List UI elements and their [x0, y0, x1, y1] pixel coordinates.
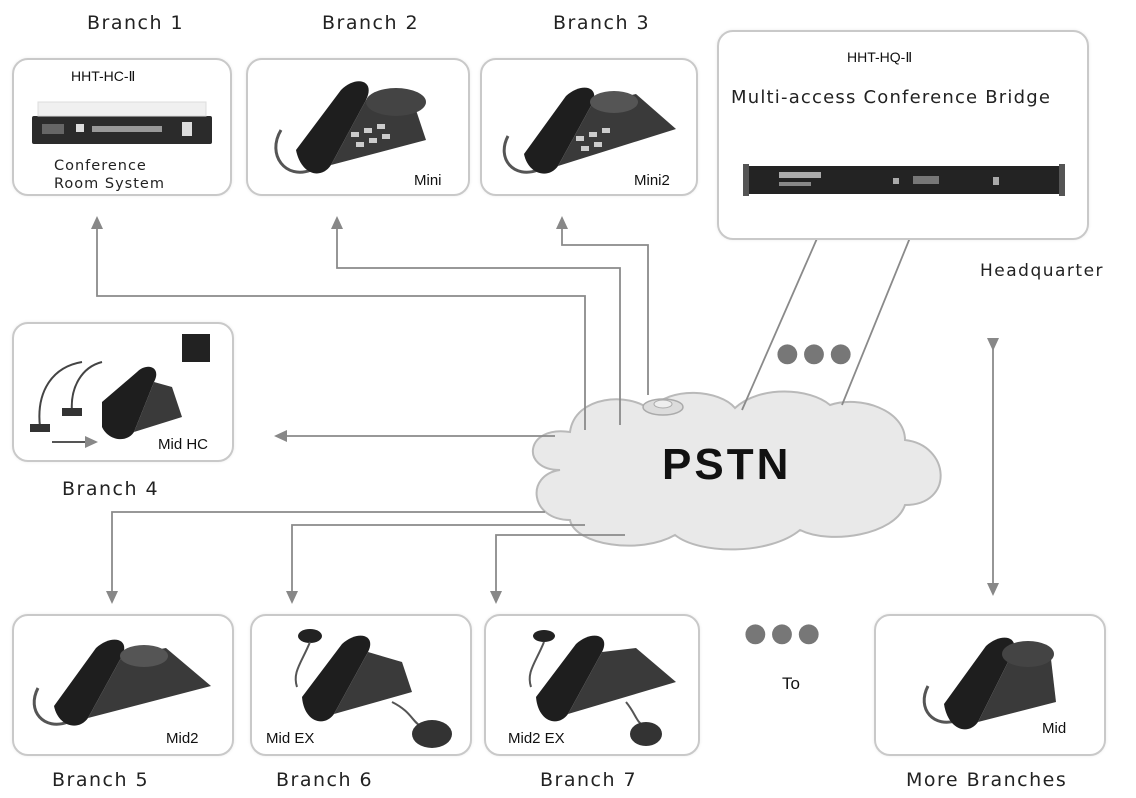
- branch1-model: HHT-HC-Ⅱ: [71, 68, 136, 84]
- branch7-box: Mid2 EX: [484, 614, 700, 756]
- conference-phone-icon: [502, 87, 676, 174]
- branch3-box: Mini2: [480, 58, 698, 196]
- link-branch1: [91, 216, 586, 430]
- link-hq-1: [741, 212, 829, 411]
- branch5-model: Mid2: [166, 730, 199, 747]
- branch4-box: Mid HC: [12, 322, 234, 462]
- headquarter-box: HHT-HQ-Ⅱ Multi-access Conference Bridge: [717, 30, 1089, 240]
- link-branch2: [331, 216, 621, 425]
- branch5-label: Branch 5: [52, 769, 150, 791]
- hq-model: HHT-HQ-Ⅱ: [847, 49, 913, 65]
- more-branches-label: More Branches: [906, 769, 1068, 791]
- link-hq-2: [841, 212, 921, 406]
- conference-phone-icon: [32, 639, 211, 726]
- link-branch3: [556, 216, 649, 395]
- more-branches-model: Mid: [1042, 720, 1067, 737]
- link-branch6: [286, 524, 585, 604]
- more-branches-box: Mid: [874, 614, 1106, 756]
- branch1-box: HHT-HC-Ⅱ Conference Room System: [12, 58, 232, 196]
- branch4-label: Branch 4: [62, 478, 160, 500]
- branch4-model: Mid HC: [158, 436, 209, 453]
- branch6-box: Mid EX: [250, 614, 472, 756]
- pstn-cloud: [532, 390, 942, 551]
- branch7-model: Mid2 EX: [508, 730, 565, 747]
- link-branch7: [490, 534, 625, 604]
- ellipsis-hq: ●●●: [776, 338, 857, 368]
- branch1-label: Branch 1: [87, 12, 185, 34]
- branch1-caption-line2: Room System: [54, 176, 165, 192]
- branch1-caption-line1: Conference: [54, 158, 147, 174]
- branch7-label: Branch 7: [540, 769, 638, 791]
- pstn-label: PSTN: [662, 440, 792, 489]
- to-label: To: [782, 674, 800, 693]
- conference-phone-icon: [274, 81, 426, 174]
- branch5-box: Mid2: [12, 614, 234, 756]
- ellipsis-branches: ●●●: [744, 618, 825, 648]
- branch3-label: Branch 3: [553, 12, 651, 34]
- conference-system-device-icon: [32, 101, 212, 144]
- conference-phone-with-extension-mics-icon: [528, 630, 676, 746]
- conference-phone-with-mics-icon: [30, 334, 210, 448]
- branch2-label: Branch 2: [322, 12, 420, 34]
- branch6-model: Mid EX: [266, 730, 315, 747]
- branch2-model: Mini: [414, 172, 442, 189]
- branch6-label: Branch 6: [276, 769, 374, 791]
- conference-phone-with-extension-mics-icon: [294, 629, 452, 748]
- conference-phone-icon: [922, 637, 1056, 730]
- hq-title: Multi-access Conference Bridge: [731, 87, 1052, 108]
- conference-bridge-device-icon: [743, 164, 1065, 196]
- headquarter-label: Headquarter: [980, 261, 1105, 281]
- branch2-box: Mini: [246, 58, 470, 196]
- link-branch5: [106, 511, 545, 604]
- branch3-model: Mini2: [634, 172, 670, 189]
